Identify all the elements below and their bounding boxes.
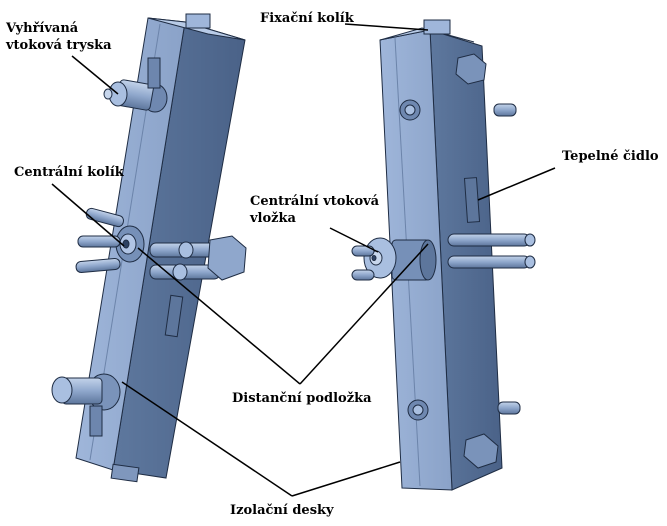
leader-thermocouple <box>477 167 556 201</box>
left-hex-nut <box>207 235 247 281</box>
leader-spacer-right <box>299 243 429 385</box>
leader-insulation-right <box>291 461 401 497</box>
label-central-insert: Centrální vtoková vložka <box>250 193 379 227</box>
right-hex-bottom <box>463 433 499 469</box>
label-heated-nozzle-line2: vtoková tryska <box>6 38 112 53</box>
left-top-block <box>185 13 211 29</box>
leader-central-pin <box>51 183 125 247</box>
right-thermocouple <box>463 177 481 223</box>
left-thermocouple <box>164 294 184 338</box>
left-central-insert <box>115 225 145 263</box>
label-thermocouple: Tepelné čidlo <box>562 149 659 164</box>
right-guide-rods <box>351 233 536 281</box>
label-locating-pin: Fixační kolík <box>260 11 354 26</box>
label-spacer: Distanční podložka <box>232 391 372 406</box>
left-plate-top <box>147 17 246 41</box>
left-bottom-block <box>110 463 140 483</box>
right-side-pin-top <box>493 103 517 117</box>
right-plate-top <box>379 27 475 43</box>
label-central-insert-line2: vložka <box>250 211 296 226</box>
left-heated-nozzle <box>103 57 168 113</box>
label-heated-nozzle-line1: Vyhřívaná <box>6 21 79 36</box>
right-side-pin-bottom <box>497 401 521 415</box>
label-insulation: Izolační desky <box>230 503 334 518</box>
left-bottom-nozzle <box>51 373 121 437</box>
right-mold-assembly <box>351 19 536 491</box>
right-hex-top <box>455 53 487 85</box>
leader-central-insert <box>329 227 379 253</box>
right-locating-pin <box>423 19 451 35</box>
left-guide-rods <box>75 207 221 281</box>
label-heated-nozzle: Vyhřívaná vtoková tryska <box>6 20 112 54</box>
leader-locating-pin <box>344 23 429 31</box>
leader-heated-nozzle <box>71 55 119 95</box>
leader-lines <box>51 23 556 497</box>
leader-spacer-left <box>137 247 301 385</box>
label-central-insert-line1: Centrální vtoková <box>250 194 380 209</box>
label-central-pin: Centrální kolík <box>14 165 124 180</box>
left-mold-assembly <box>51 13 247 483</box>
leader-insulation-left <box>121 381 293 497</box>
